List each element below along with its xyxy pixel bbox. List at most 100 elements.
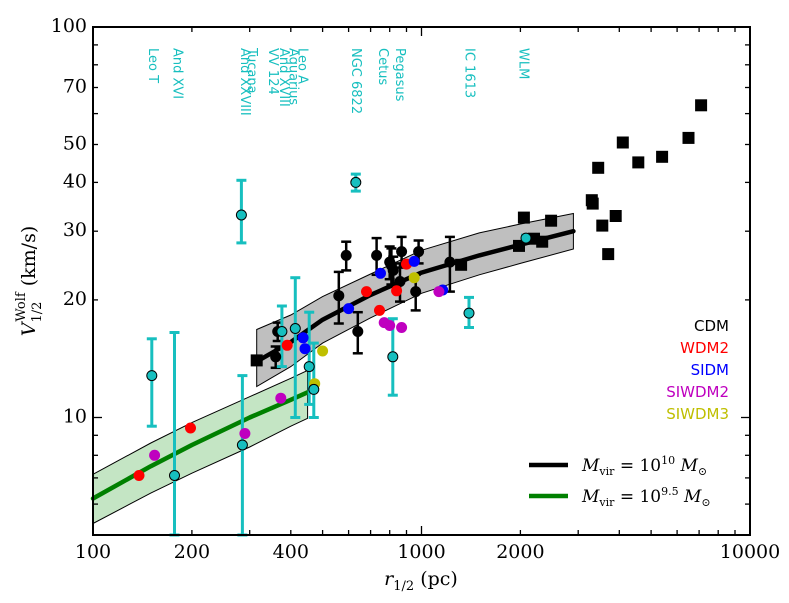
x-tick-label-200: 200 bbox=[174, 541, 210, 563]
point-cdm-large-8 bbox=[586, 197, 599, 210]
point-observed-4 bbox=[276, 326, 288, 337]
y-tick-label-10: 10 bbox=[63, 406, 87, 428]
point-observed-11 bbox=[520, 232, 532, 244]
point-cdm-large-14 bbox=[632, 156, 645, 169]
galaxy-label-6: Aquarius bbox=[285, 48, 300, 105]
point-siwdm3-2 bbox=[408, 272, 420, 284]
galaxy-label-10: Pegasus bbox=[392, 48, 407, 102]
point-cdm-9 bbox=[396, 246, 408, 258]
galaxy-label-8: NGC 6822 bbox=[348, 48, 363, 114]
legend-siwdm2: SIWDM2 bbox=[666, 383, 729, 401]
x-tick-label-10000: 10000 bbox=[720, 541, 780, 563]
point-cdm-3 bbox=[340, 249, 352, 261]
point-cdm-13 bbox=[444, 256, 456, 268]
point-sidm-2 bbox=[343, 303, 355, 315]
point-cdm-4 bbox=[352, 326, 364, 337]
point-observed-3 bbox=[236, 439, 248, 451]
point-sidm-0 bbox=[297, 332, 309, 344]
point-cdm-12 bbox=[413, 246, 425, 258]
point-observed-9 bbox=[387, 351, 399, 363]
y-tick-label-40: 40 bbox=[63, 170, 87, 192]
y-tick-label-70: 70 bbox=[63, 76, 87, 98]
point-cdm-large-17 bbox=[695, 99, 708, 112]
legend-wdm2: WDM2 bbox=[680, 339, 729, 357]
galaxy-label-11: IC 1613 bbox=[462, 48, 477, 98]
galaxy-label-5: And XVIII bbox=[276, 48, 291, 107]
band-0 bbox=[256, 212, 574, 388]
point-sidm-4 bbox=[408, 255, 420, 267]
point-cdm-large-1 bbox=[455, 258, 468, 271]
galaxy-label-12: WLM bbox=[516, 48, 531, 79]
point-siwdm2-2 bbox=[275, 392, 287, 404]
legend-line-label-1: Mvir = 109.5 M⊙ bbox=[581, 485, 711, 509]
point-cdm-large-2 bbox=[513, 239, 525, 252]
point-observed-2 bbox=[235, 209, 247, 221]
galaxy-label-2: And XXVIII bbox=[237, 48, 252, 116]
point-wdm2-2 bbox=[281, 339, 293, 351]
point-cdm-large-5 bbox=[536, 235, 549, 248]
point-cdm-large-13 bbox=[616, 136, 629, 149]
point-wdm2-5 bbox=[391, 285, 403, 297]
point-cdm-large-12 bbox=[609, 210, 622, 222]
point-observed-10 bbox=[463, 307, 475, 319]
model-curves bbox=[90, 228, 576, 501]
x-axis-label: r1/2 (pc) bbox=[384, 568, 458, 594]
axis-ticks bbox=[92, 26, 751, 536]
point-cdm-11 bbox=[410, 286, 422, 298]
point-siwdm2-1 bbox=[239, 428, 251, 439]
model-bands bbox=[92, 212, 574, 525]
x-tick-labels: 100 200 400 1000 2000 10000 bbox=[75, 541, 780, 563]
point-cdm-5 bbox=[371, 249, 383, 261]
point-wdm2-4 bbox=[374, 304, 385, 316]
point-cdm-8 bbox=[387, 264, 399, 276]
point-cdm-large-6 bbox=[545, 214, 558, 227]
legend-siwdm3: SIWDM3 bbox=[666, 405, 729, 423]
point-siwdm2-0 bbox=[149, 449, 161, 461]
point-observed-5 bbox=[289, 323, 301, 334]
data-points bbox=[133, 99, 708, 481]
y-tick-labels: 10 20 30 40 50 70 100 bbox=[51, 15, 87, 428]
legend-cdm: CDM bbox=[694, 317, 729, 335]
y-tick-label-100: 100 bbox=[51, 15, 87, 37]
point-observed-0 bbox=[146, 370, 158, 382]
x-tick-label-2000: 2000 bbox=[496, 541, 544, 563]
point-observed-7 bbox=[308, 383, 320, 395]
point-cdm-10 bbox=[394, 276, 406, 287]
galaxy-label-1: And XVI bbox=[169, 48, 184, 99]
error-bars bbox=[146, 172, 531, 537]
galaxy-label-4: VV 124 bbox=[265, 48, 280, 95]
legend-sidm: SIDM bbox=[691, 361, 729, 379]
point-cdm-0 bbox=[270, 351, 282, 363]
point-siwdm2-5 bbox=[396, 322, 408, 333]
x-tick-label-1000: 1000 bbox=[397, 541, 445, 563]
galaxy-label-7: Leo A bbox=[295, 48, 310, 84]
galaxy-label-9: Cetus bbox=[375, 48, 390, 85]
point-sidm-3 bbox=[375, 267, 386, 279]
point-cdm-large-0 bbox=[250, 354, 263, 367]
x-tick-label-400: 400 bbox=[273, 541, 309, 563]
point-cdm-2 bbox=[333, 290, 345, 302]
point-observed-8 bbox=[350, 176, 362, 188]
point-siwdm2-6 bbox=[433, 286, 445, 298]
band-1 bbox=[92, 369, 309, 525]
point-wdm2-1 bbox=[185, 422, 196, 434]
galaxy-label-0: Leo T bbox=[145, 48, 160, 83]
y-tick-label-50: 50 bbox=[63, 133, 87, 155]
y-tick-label-20: 20 bbox=[63, 288, 87, 310]
point-wdm2-0 bbox=[133, 470, 145, 481]
point-siwdm2-4 bbox=[384, 320, 396, 331]
point-cdm-large-3 bbox=[517, 211, 530, 224]
point-siwdm3-1 bbox=[317, 345, 329, 357]
point-cdm-large-10 bbox=[596, 219, 609, 232]
point-cdm-large-15 bbox=[656, 150, 669, 163]
x-tick-label-100: 100 bbox=[75, 541, 111, 563]
point-sidm-1 bbox=[299, 343, 311, 355]
point-wdm2-3 bbox=[361, 286, 372, 298]
point-observed-6 bbox=[303, 361, 315, 373]
y-tick-label-30: 30 bbox=[63, 219, 87, 241]
galaxy-label-3: Tucana bbox=[244, 47, 259, 94]
point-cdm-large-16 bbox=[682, 131, 695, 144]
